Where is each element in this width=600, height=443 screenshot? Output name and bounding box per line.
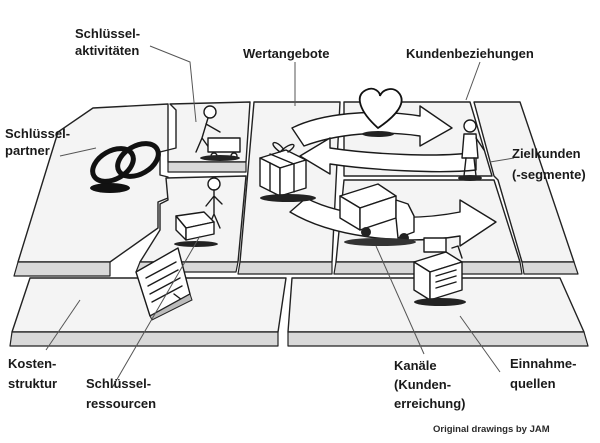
label-kundenbeziehungen: Kundenbeziehungen <box>406 46 534 61</box>
person-icon <box>458 119 485 181</box>
gift-box-icon <box>259 142 316 202</box>
heart-icon <box>358 87 403 137</box>
label-zielkunden: Zielkunden (-segmente) <box>512 146 586 182</box>
label-kostenstruktur: Kosten- struktur <box>8 356 60 391</box>
credit-line: Original drawings by JAM <box>433 424 550 435</box>
block-zielkunden <box>473 101 579 275</box>
label-schluesselpartner: Schlüssel- partner <box>5 126 74 158</box>
delivery-truck-icon <box>339 183 416 246</box>
document-icon <box>135 247 193 321</box>
interlocking-rings-icon <box>90 141 161 193</box>
worker-with-cart-icon <box>195 105 241 161</box>
flow-arrows <box>289 105 497 247</box>
label-schluesselressourcen: Schlüssel- ressourcen <box>86 376 156 411</box>
person-with-crate-icon <box>174 177 223 247</box>
leader-lines <box>45 45 515 389</box>
label-einnahmequellen: Einnahme- quellen <box>510 356 580 391</box>
cash-register-icon <box>413 237 466 306</box>
label-wertangebote: Wertangebote <box>243 46 329 61</box>
label-schluesselaktivitaeten: Schlüssel- aktivitäten <box>75 26 144 58</box>
label-kanaele: Kanäle (Kunden- erreichung) <box>394 358 466 411</box>
